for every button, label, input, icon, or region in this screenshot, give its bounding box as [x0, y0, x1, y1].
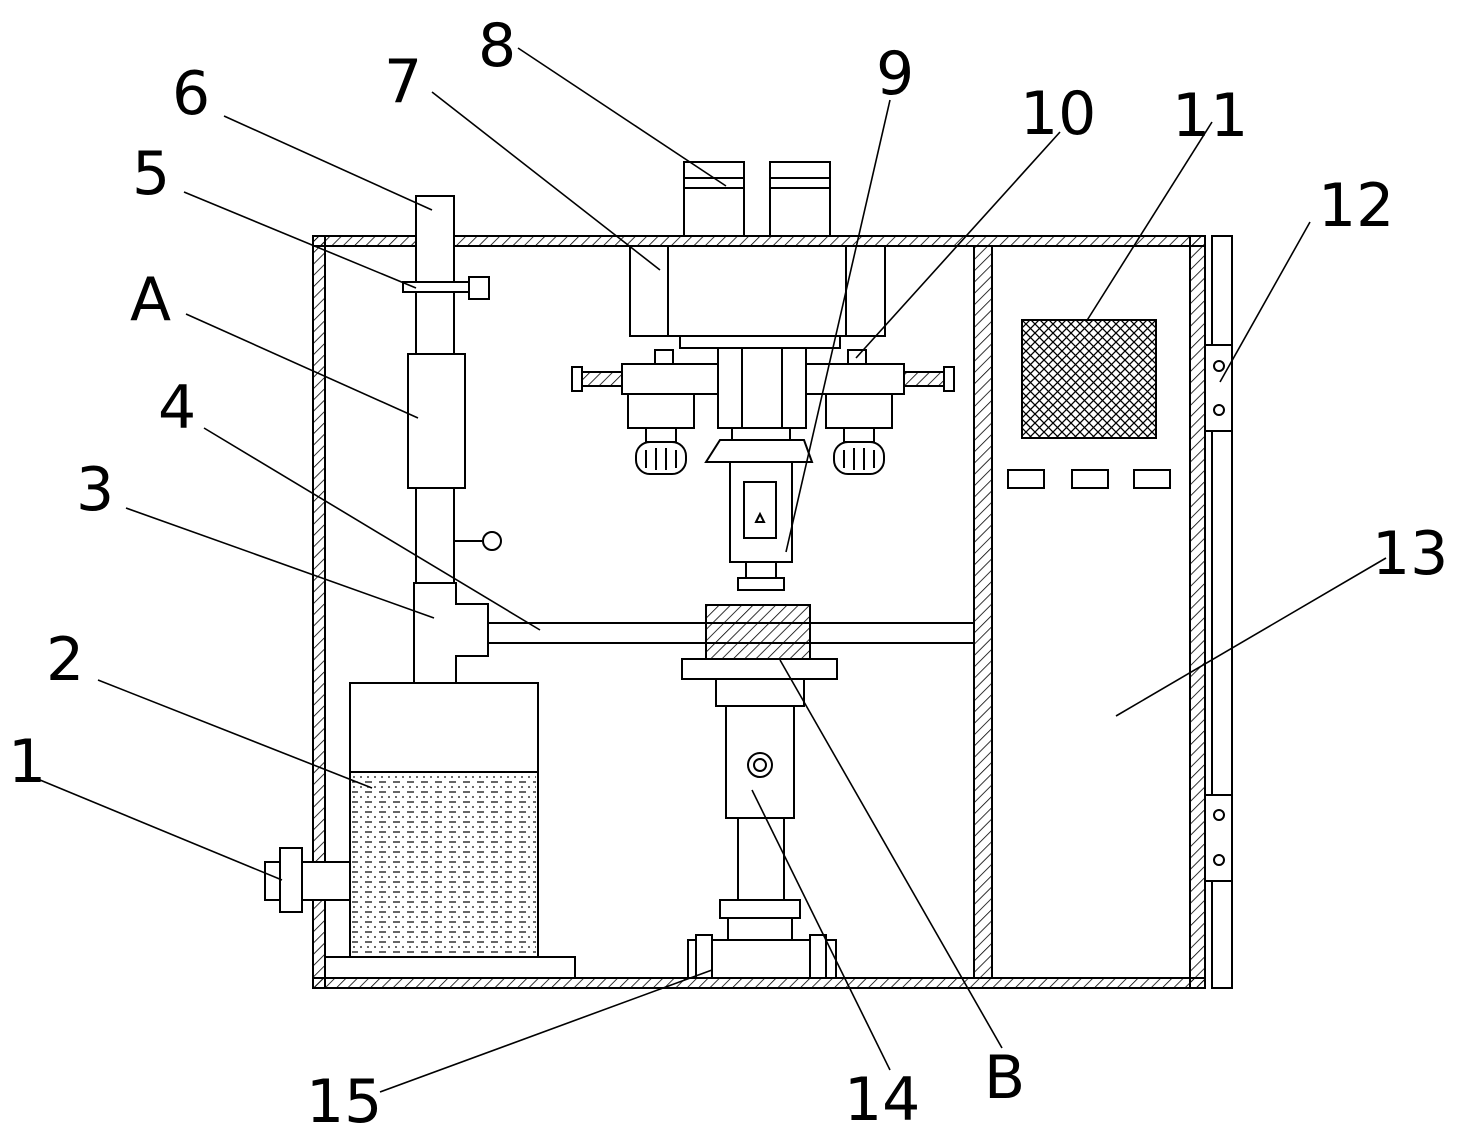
label-1: 1 — [8, 727, 46, 797]
side-clamps — [571, 349, 955, 475]
label-B: B — [984, 1043, 1025, 1113]
label-7: 7 — [384, 47, 422, 117]
label-5: 5 — [132, 139, 170, 209]
label-12: 12 — [1318, 171, 1394, 241]
label-14: 14 — [844, 1065, 920, 1135]
label-4: 4 — [158, 373, 196, 443]
label-11: 11 — [1172, 81, 1248, 151]
liquid-tank — [324, 682, 576, 979]
label-8: 8 — [478, 11, 516, 81]
top-motors — [683, 161, 831, 237]
label-6: 6 — [172, 59, 210, 129]
inlet-pipe — [264, 847, 351, 913]
label-13: 13 — [1372, 519, 1448, 589]
label-10: 10 — [1020, 79, 1096, 149]
housing — [312, 235, 1206, 989]
label-15: 15 — [306, 1067, 382, 1135]
leader-lines — [39, 47, 1387, 1093]
lifting-table — [681, 604, 838, 979]
door-hinge — [1204, 235, 1233, 989]
label-3: 3 — [76, 455, 114, 525]
spindle — [704, 347, 814, 591]
label-2: 2 — [46, 625, 84, 695]
label-9: 9 — [876, 39, 914, 109]
label-A: A — [130, 265, 171, 335]
callout-labels: 1 2 3 4 A 5 6 7 8 9 10 11 12 13 14 15 B — [8, 11, 1448, 1135]
control-panel — [1007, 319, 1171, 489]
lift-column — [402, 195, 502, 684]
head-housing — [629, 245, 886, 349]
